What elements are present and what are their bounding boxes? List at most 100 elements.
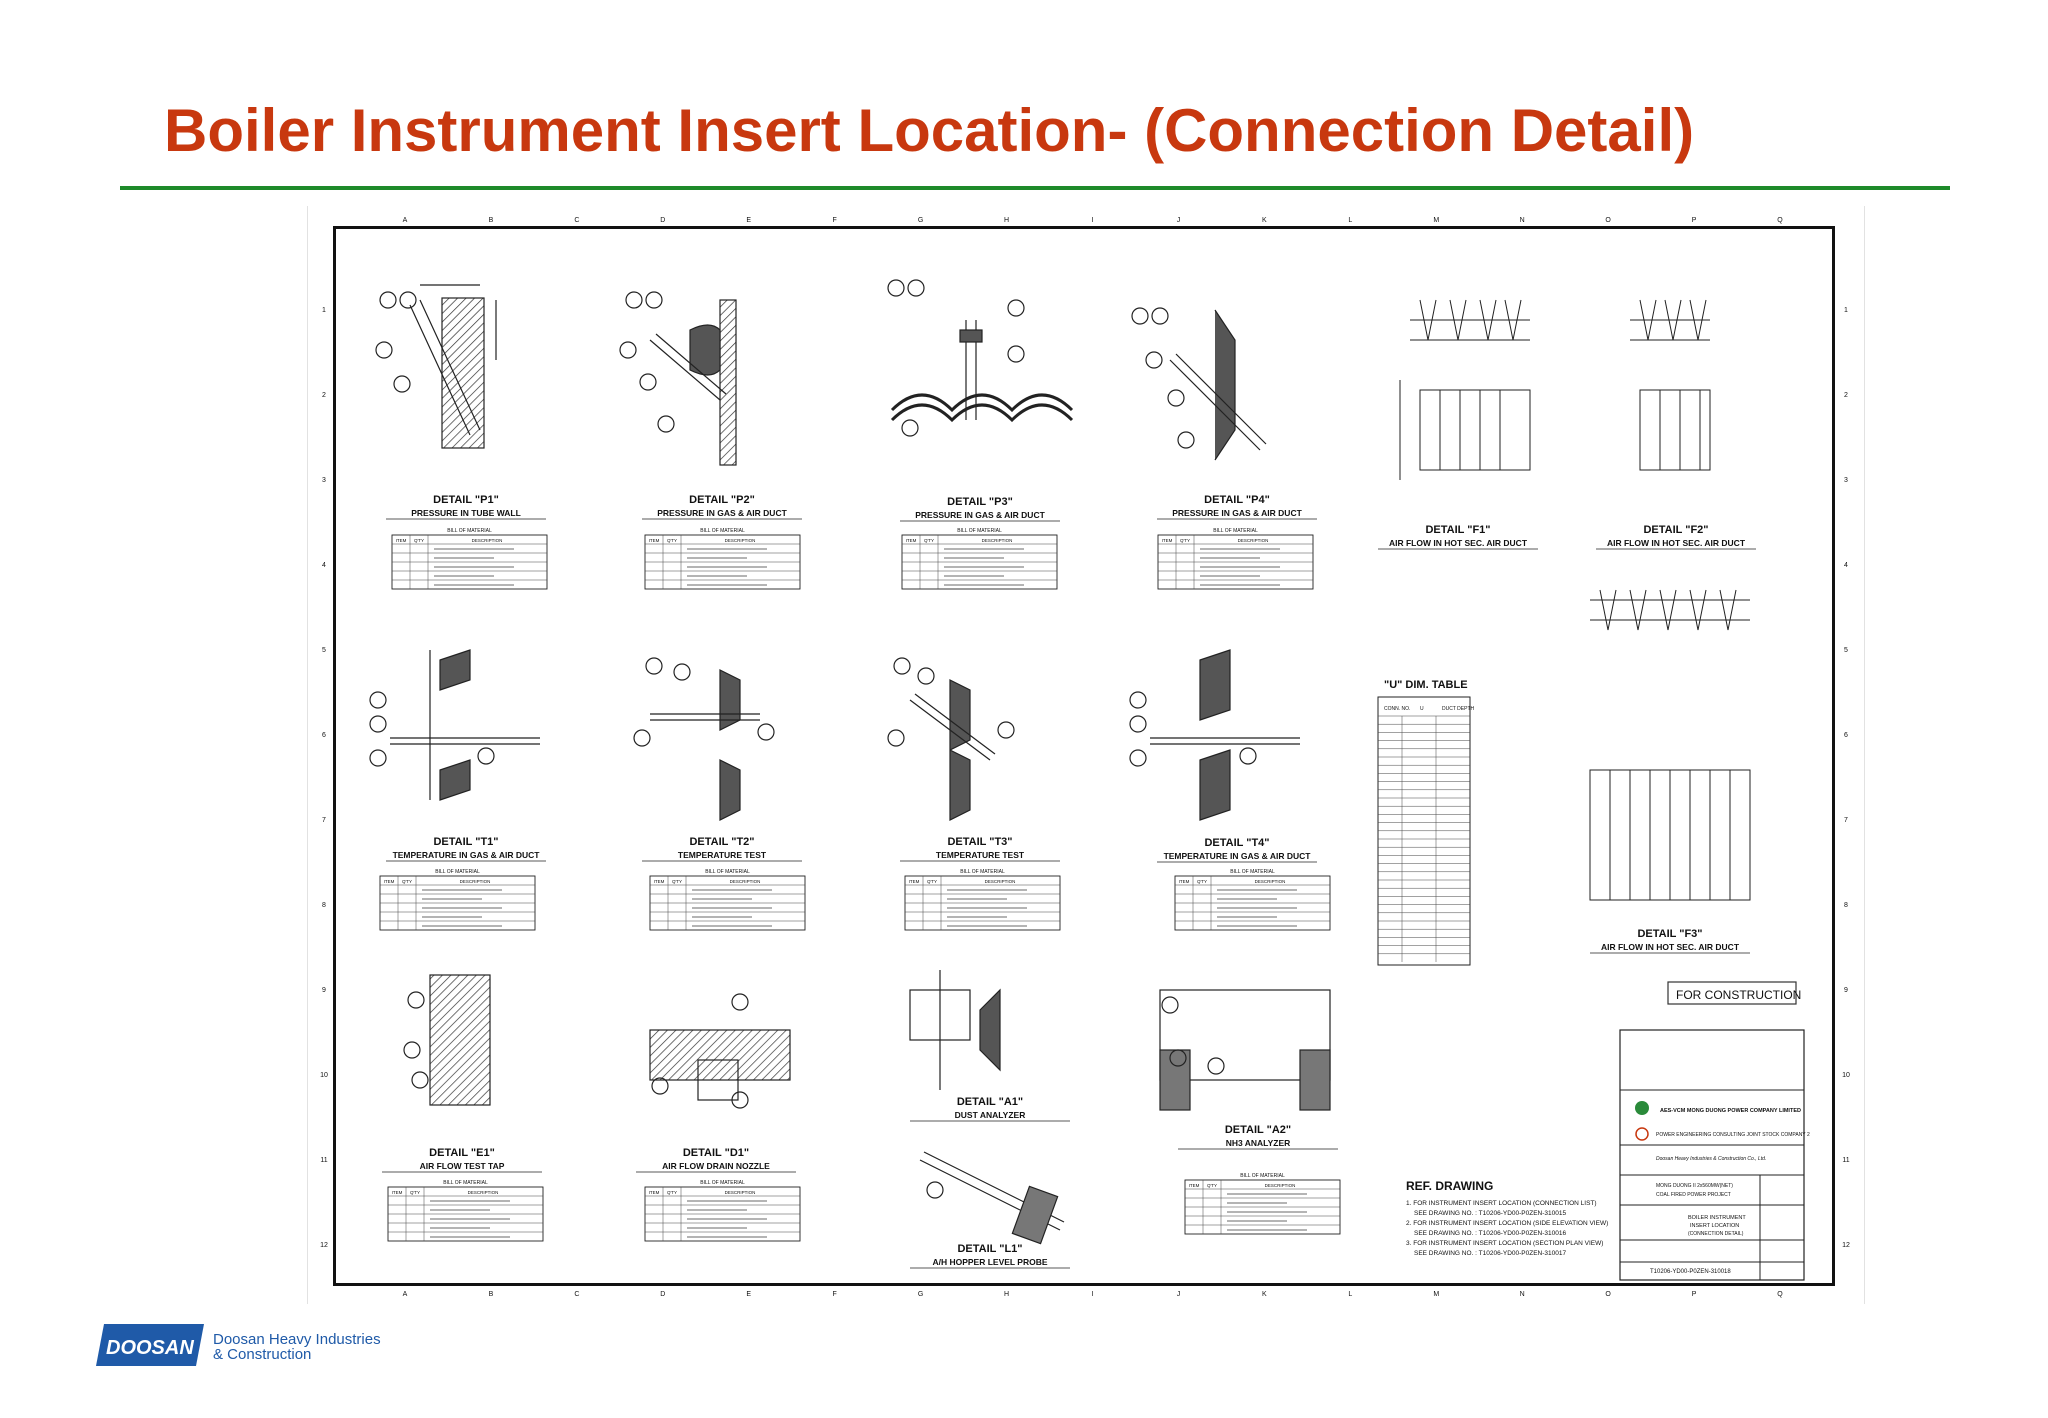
detail-t1-sketch (369, 649, 540, 801)
ref-drawing-line: 2. FOR INSTRUMENT INSERT LOCATION (SIDE … (1406, 1220, 1608, 1227)
detail-title: DETAIL "D1" (683, 1147, 749, 1159)
bom-caption: BILL OF MATERIAL (700, 1180, 745, 1186)
grid-column-label: C (574, 217, 579, 224)
grid-row-label: 7 (1844, 817, 1848, 824)
bom-header: DESCRIPTION (982, 538, 1013, 543)
grid-column-label: J (1177, 1291, 1181, 1298)
detail-subtitle: AIR FLOW TEST TAP (420, 1161, 505, 1171)
bom-header: DESCRIPTION (468, 1190, 499, 1195)
grid-column-label: F (833, 217, 837, 224)
bom-header: Q'TY (667, 538, 677, 543)
ref-drawing-line: SEE DRAWING NO. : T10206-YD00-P0ZEN-3100… (1414, 1250, 1566, 1257)
detail-title: DETAIL "P4" (1204, 494, 1270, 506)
detail-title: DETAIL "A1" (957, 1096, 1023, 1108)
grid-row-label: 5 (322, 647, 326, 654)
title-rule (120, 186, 1950, 190)
bom-header: DESCRIPTION (1255, 879, 1286, 884)
u-table-header: CONN. NO. (1384, 706, 1410, 712)
detail-t4-sketch (1129, 649, 1300, 821)
detail-subtitle: AIR FLOW IN HOT SEC. AIR DUCT (1601, 942, 1740, 952)
detail-e1-sketch (403, 974, 491, 1106)
bom-header: Q'TY (927, 879, 937, 884)
detail-f3-sketch (1589, 589, 1751, 901)
grid-column-label: B (489, 217, 494, 224)
grid-column-label: B (489, 1291, 494, 1298)
grid-column-label: P (1692, 1291, 1697, 1298)
ref-drawing-line: SEE DRAWING NO. : T10206-YD00-P0ZEN-3100… (1414, 1230, 1566, 1237)
grid-column-label: J (1177, 217, 1181, 224)
grid-row-label: 2 (1844, 392, 1848, 399)
title-block-contractor: Doosan Heavy Industries & Construction C… (1656, 1156, 1766, 1162)
grid-column-label: H (1004, 1291, 1009, 1298)
detail-subtitle: AIR FLOW IN HOT SEC. AIR DUCT (1607, 538, 1746, 548)
detail-t2-sketch (633, 657, 775, 821)
grid-column-label: M (1433, 1291, 1439, 1298)
grid-column-label: N (1520, 1291, 1525, 1298)
detail-title: DETAIL "P1" (433, 494, 499, 506)
title-block-dwg-title-2: INSERT LOCATION (1690, 1223, 1739, 1229)
bom-header: ITEM (1189, 1183, 1200, 1188)
grid-row-label: 9 (322, 987, 326, 994)
u-table-header: U (1420, 706, 1424, 712)
bom-header: DESCRIPTION (985, 879, 1016, 884)
grid-row-label: 10 (1842, 1072, 1850, 1079)
detail-title: DETAIL "A2" (1225, 1124, 1291, 1136)
grid-column-label: K (1262, 217, 1267, 224)
detail-title: DETAIL "T4" (1204, 837, 1269, 849)
title-block-owner: AES-VCM MONG DUONG POWER COMPANY LIMITED (1660, 1108, 1801, 1114)
stamp-text: FOR CONSTRUCTION (1676, 988, 1801, 1002)
detail-a2-sketch (1159, 989, 1331, 1111)
detail-subtitle: DUST ANALYZER (955, 1110, 1026, 1120)
grid-column-label: M (1433, 217, 1439, 224)
bom-caption: BILL OF MATERIAL (443, 1180, 488, 1186)
grid-column-label: G (918, 1291, 923, 1298)
detail-subtitle: AIR FLOW IN HOT SEC. AIR DUCT (1389, 538, 1528, 548)
bom-header: Q'TY (1180, 538, 1190, 543)
bom-header: ITEM (906, 538, 917, 543)
detail-subtitle: PRESSURE IN GAS & AIR DUCT (1172, 508, 1302, 518)
bom-header: ITEM (654, 879, 665, 884)
detail-title: DETAIL "L1" (957, 1243, 1022, 1255)
detail-title: DETAIL "T3" (947, 836, 1012, 848)
consultant-logo-icon (1635, 1127, 1649, 1141)
bom-header: DESCRIPTION (730, 879, 761, 884)
bom-caption: BILL OF MATERIAL (957, 528, 1002, 534)
bom-header: ITEM (1162, 538, 1173, 543)
grid-row-label: 6 (1844, 732, 1848, 739)
grid-row-label: 11 (320, 1157, 327, 1164)
detail-p4-sketch (1131, 307, 1267, 461)
title-block-project-2: COAL FIRED POWER PROJECT (1656, 1192, 1731, 1198)
detail-title: DETAIL "F3" (1637, 928, 1702, 940)
grid-row-label: 1 (1844, 307, 1848, 314)
detail-t3-sketch (887, 657, 1015, 821)
grid-column-label: G (918, 217, 923, 224)
grid-column-label: I (1092, 1291, 1094, 1298)
grid-column-label: O (1605, 217, 1611, 224)
grid-row-label: 12 (1842, 1242, 1850, 1249)
ref-drawing-title: REF. DRAWING (1406, 1179, 1493, 1193)
grid-row-label: 8 (1844, 902, 1848, 909)
title-block-dwg-title-1: BOILER INSTRUMENT (1688, 1215, 1746, 1221)
detail-l1-sketch (919, 1151, 1065, 1245)
bom-header: DESCRIPTION (725, 538, 756, 543)
drawing-frame (333, 226, 1835, 1286)
grid-row-label: 3 (322, 477, 326, 484)
ref-drawing-line: SEE DRAWING NO. : T10206-YD00-P0ZEN-3100… (1414, 1210, 1566, 1217)
grid-column-label: E (746, 1291, 751, 1298)
detail-title: DETAIL "E1" (429, 1147, 495, 1159)
grid-column-label: N (1520, 217, 1525, 224)
bom-header: DESCRIPTION (725, 1190, 756, 1195)
bom-header: Q'TY (410, 1190, 420, 1195)
bom-header: ITEM (649, 538, 660, 543)
detail-subtitle: PRESSURE IN GAS & AIR DUCT (657, 508, 787, 518)
brand-line-2: & Construction (213, 1346, 312, 1363)
u-table-rows (1378, 715, 1470, 962)
detail-subtitle: PRESSURE IN TUBE WALL (411, 508, 521, 518)
bom-caption: BILL OF MATERIAL (960, 869, 1005, 875)
